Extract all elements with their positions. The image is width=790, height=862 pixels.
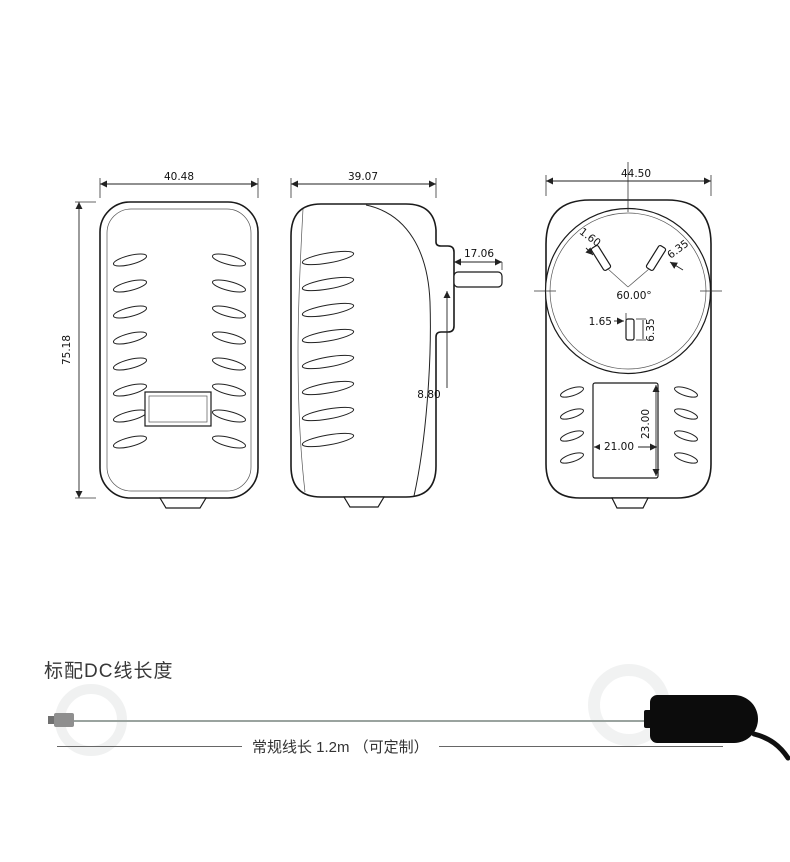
cable-length-dimension: 常规线长 1.2m （可定制） bbox=[57, 736, 723, 757]
back-width-dimension: 44.50 bbox=[621, 168, 651, 180]
pin-length-dimension: 17.06 bbox=[464, 248, 494, 260]
ground-pin-gap-dimension: 1.65 bbox=[589, 316, 612, 328]
side-vent-slots bbox=[301, 250, 355, 448]
side-width-dimension: 39.07 bbox=[348, 171, 378, 183]
cable-wire bbox=[74, 720, 652, 722]
plug-pin-left bbox=[590, 245, 612, 271]
side-inner-contour bbox=[297, 208, 306, 493]
front-label-plate-inner bbox=[148, 395, 208, 423]
side-shell-seam bbox=[365, 204, 431, 497]
pin-offset-dimension: 8.80 bbox=[417, 389, 440, 401]
front-width-dimension: 40.48 bbox=[164, 171, 194, 183]
front-height-dimension: 75.18 bbox=[61, 335, 73, 365]
adapter-strain-relief bbox=[644, 710, 653, 728]
back-vent-slots-left bbox=[560, 386, 584, 464]
label-height-dimension: 23.00 bbox=[640, 409, 652, 439]
technical-drawing: 40.48 75.18 bbox=[61, 162, 722, 509]
dc-cable-section-title: 标配DC线长度 bbox=[44, 661, 174, 682]
ground-pin-width-dimension: 6.35 bbox=[645, 318, 657, 341]
front-vent-slots-left bbox=[112, 253, 148, 449]
back-vent-slots-right bbox=[674, 386, 698, 464]
adapter-connector-body bbox=[650, 695, 758, 743]
front-body-inner-line bbox=[106, 208, 252, 492]
pin-angle-dimension: 60.00° bbox=[616, 290, 651, 302]
front-label-plate bbox=[144, 391, 212, 427]
dimension-line-right bbox=[438, 746, 723, 747]
back-view: 60.00° 1.60 6.35 1.65 6.35 bbox=[534, 162, 722, 509]
side-view: 39.07 17.06 8.80 bbox=[290, 171, 503, 508]
dimension-line-left bbox=[57, 746, 242, 747]
back-cable-exit bbox=[611, 497, 649, 509]
label-width-dimension: 21.00 bbox=[604, 441, 634, 453]
front-body-outline bbox=[99, 201, 259, 499]
front-vent-slots-right bbox=[211, 253, 247, 449]
side-plug-pin bbox=[453, 271, 503, 288]
front-view: 40.48 75.18 bbox=[61, 171, 259, 509]
dc-plug-icon bbox=[48, 713, 74, 727]
ground-pin bbox=[625, 318, 635, 341]
front-cable-exit bbox=[158, 497, 208, 509]
adapter-cable-tail bbox=[751, 731, 790, 761]
side-body-outline bbox=[290, 203, 455, 498]
side-cable-exit bbox=[342, 496, 386, 508]
plug-pin-right bbox=[645, 245, 667, 271]
cable-length-label: 常规线长 1.2m （可定制） bbox=[252, 739, 429, 756]
